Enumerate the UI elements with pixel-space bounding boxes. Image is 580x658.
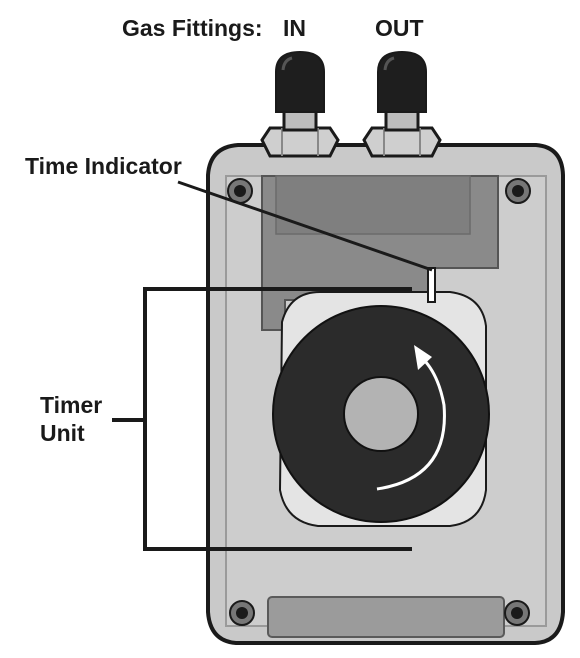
- rotation-arrowhead: [414, 345, 432, 370]
- rotation-arrow: [376, 354, 446, 491]
- screw-bottom-left: [229, 600, 255, 626]
- time-indicator: [177, 180, 436, 303]
- gas-fittings-label: Gas Fittings:: [122, 15, 263, 41]
- gas-fitting-out: [362, 50, 442, 158]
- timer-hub: [343, 376, 419, 452]
- gas-fitting-in: [260, 50, 340, 158]
- timer-label-line1: Timer: [40, 392, 102, 418]
- indicator-mark: [427, 267, 436, 303]
- timer-label-line2: Unit: [40, 420, 85, 446]
- time-indicator-leader: [177, 180, 433, 272]
- bottom-ledge: [267, 596, 505, 638]
- out-label: OUT: [375, 15, 424, 41]
- timer-unit-bracket: [112, 287, 412, 551]
- time-indicator-label: Time Indicator: [25, 153, 182, 179]
- timer-unit: [272, 291, 490, 527]
- screw-top-right: [505, 178, 531, 204]
- in-label: IN: [283, 15, 306, 41]
- screw-bottom-right: [504, 600, 530, 626]
